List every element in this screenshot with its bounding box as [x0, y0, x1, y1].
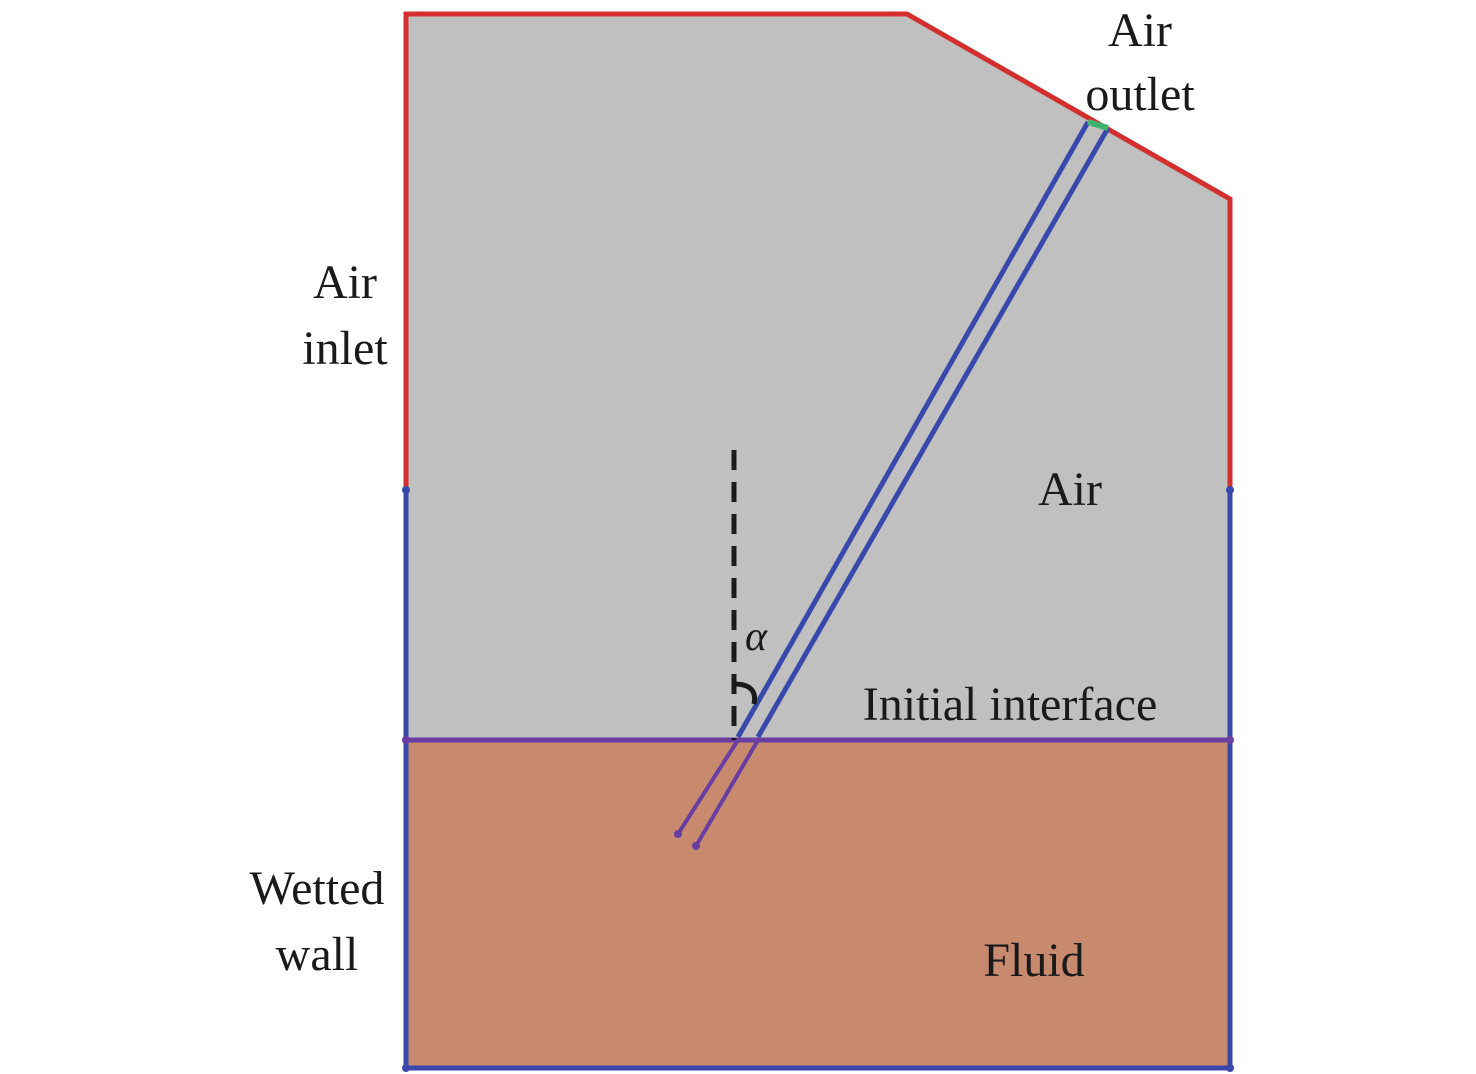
angle-arc	[733, 681, 758, 705]
air-region	[406, 14, 1230, 740]
wetted-wall-line	[403, 490, 1233, 1071]
air-outlet-marker	[1087, 119, 1109, 131]
air-outlet-label-line1: Air	[1108, 4, 1172, 57]
air-region-label: Air	[1038, 463, 1102, 516]
boundary-node	[402, 1064, 410, 1072]
air-inlet-label-line1: Air	[313, 256, 377, 309]
pipe-wall-right-submerged	[694, 738, 760, 848]
wetted-wall-label-line2: wall	[276, 928, 359, 981]
air-inlet-label-line2: inlet	[302, 322, 388, 375]
fluid-region	[406, 740, 1230, 1068]
pipe-wall-left-submerged	[676, 738, 740, 836]
pipe-wall-right	[755, 126, 1111, 739]
angle-label: α	[745, 614, 768, 660]
interface-node	[402, 736, 410, 744]
interface-node	[1226, 736, 1234, 744]
pipe-end-node	[674, 830, 682, 838]
pipe-end-node	[692, 842, 700, 850]
boundary-node	[1226, 486, 1234, 494]
air-outlet-label-line2: outlet	[1085, 68, 1195, 121]
boundary-node	[402, 486, 410, 494]
air-boundary-line	[403, 11, 1233, 490]
initial-interface-label: Initial interface	[863, 678, 1158, 731]
pipe-wall-left	[735, 120, 1091, 739]
fluid-region-label: Fluid	[983, 934, 1084, 987]
boundary-node	[1226, 1064, 1234, 1072]
wetted-wall-label-line1: Wetted	[250, 862, 385, 915]
